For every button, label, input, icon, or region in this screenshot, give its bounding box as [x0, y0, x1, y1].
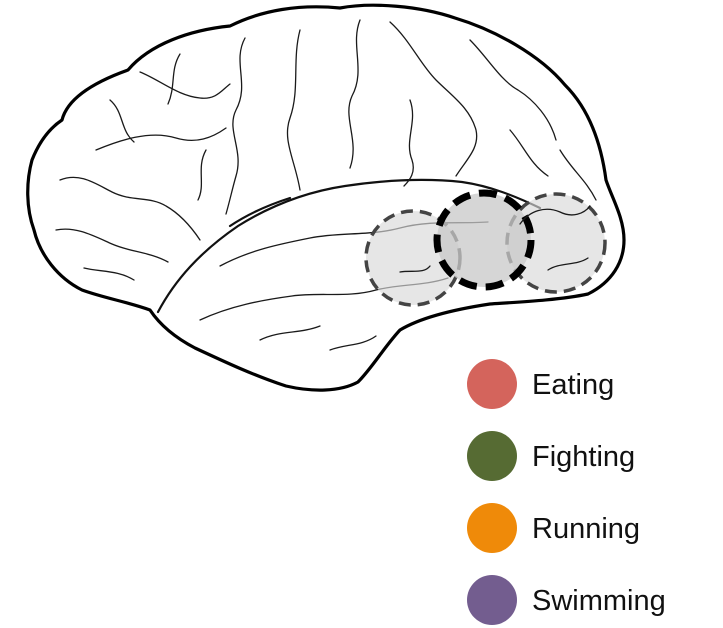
legend-label-running: Running	[532, 513, 640, 545]
legend: Eating Fighting Running Swimming	[467, 359, 666, 625]
center-region-circle	[437, 193, 531, 287]
legend-swatch-eating	[467, 359, 517, 409]
legend-swatch-fighting	[467, 431, 517, 481]
legend-item-fighting: Fighting	[467, 431, 635, 481]
legend-item-swimming: Swimming	[467, 575, 666, 625]
legend-swatch-swimming	[467, 575, 517, 625]
legend-label-fighting: Fighting	[532, 441, 635, 473]
legend-label-swimming: Swimming	[532, 585, 666, 617]
legend-item-eating: Eating	[467, 359, 614, 409]
legend-item-running: Running	[467, 503, 640, 553]
legend-label-eating: Eating	[532, 369, 614, 401]
brain-outline	[28, 5, 624, 390]
legend-swatch-running	[467, 503, 517, 553]
